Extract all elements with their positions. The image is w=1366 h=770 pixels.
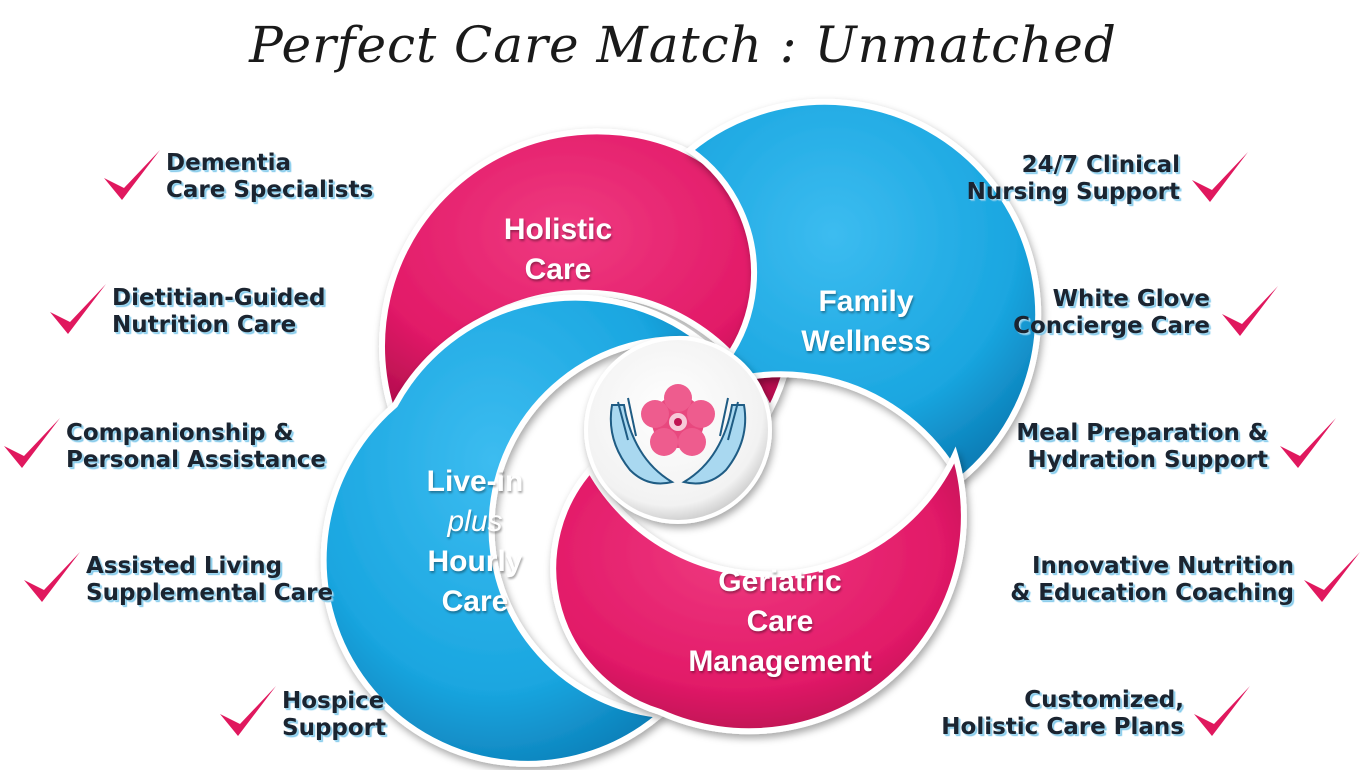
item-line: Hospice: [282, 688, 385, 714]
family-line-2: Wellness: [801, 325, 931, 358]
segment-geriatric-care-management: [550, 446, 967, 735]
item-line: Concierge Care: [1013, 313, 1210, 339]
item-line: Holistic Care Plans: [941, 714, 1184, 740]
geriatric-line-3: Management: [688, 645, 872, 678]
item-line: & Education Coaching: [1010, 580, 1294, 606]
geriatric-line-2: Care: [746, 605, 814, 638]
right-item-nutrition-coaching: Innovative Nutrition & Education Coachin…: [1010, 553, 1294, 607]
item-line: Nutrition Care: [112, 312, 297, 338]
left-item-assisted-living: Assisted Living Supplemental Care: [86, 553, 333, 607]
item-line: Innovative Nutrition: [1032, 553, 1294, 579]
label-family-wellness: Family Wellness: [801, 282, 931, 362]
item-line: Care Specialists: [166, 177, 374, 203]
item-line: Assisted Living: [86, 553, 283, 579]
checkmark-icon: [20, 546, 84, 610]
segment-live-in-hourly-care: [320, 294, 711, 767]
label-holistic-care: Holistic Care: [504, 210, 612, 290]
right-item-concierge: White Glove Concierge Care: [1013, 286, 1210, 340]
label-live-in-hourly-care: Live-in plus Hourly Care: [427, 462, 524, 622]
family-line-1: Family: [818, 285, 914, 318]
item-line: White Glove: [1052, 286, 1210, 312]
livein-line-4: Care: [441, 585, 509, 618]
holistic-line-1: Holistic: [503, 213, 613, 246]
checkmark-icon: [216, 680, 280, 744]
left-item-hospice: Hospice Support: [282, 688, 386, 742]
checkmark-icon: [0, 412, 64, 476]
item-line: Dementia: [166, 150, 292, 176]
left-item-companionship: Companionship & Personal Assistance: [66, 420, 326, 474]
item-line: Meal Preparation &: [1016, 420, 1268, 446]
holistic-line-2: Care: [524, 253, 592, 286]
left-item-dietitian: Dietitian-Guided Nutrition Care: [112, 285, 325, 339]
livein-line-1: Live-in: [426, 465, 524, 498]
page-title: Perfect Care Match : Unmatched: [249, 16, 1117, 74]
segment-family-wellness: [663, 98, 1042, 485]
left-item-dementia: Dementia Care Specialists: [166, 150, 373, 204]
right-item-nursing: 24/7 Clinical Nursing Support: [967, 152, 1180, 206]
item-line: Dietitian-Guided: [112, 285, 326, 311]
checkmark-icon: [1218, 280, 1282, 344]
item-line: Hydration Support: [1027, 447, 1268, 473]
checkmark-icon: [1190, 680, 1254, 744]
item-line: Personal Assistance: [66, 447, 326, 473]
right-item-care-plans: Customized, Holistic Care Plans: [941, 687, 1184, 741]
checkmark-icon: [1276, 412, 1340, 476]
item-line: 24/7 Clinical: [1021, 152, 1180, 178]
checkmark-icon: [1188, 146, 1252, 210]
item-line: Support: [282, 715, 387, 741]
item-line: Supplemental Care: [86, 580, 334, 606]
checkmark-icon: [100, 144, 164, 208]
right-item-meal-prep: Meal Preparation & Hydration Support: [1016, 420, 1268, 474]
item-line: Companionship &: [66, 420, 294, 446]
checkmark-icon: [46, 278, 110, 342]
hands-holding-flower-icon: [609, 384, 747, 485]
checkmark-icon: [1300, 546, 1364, 610]
label-geriatric-care-management: Geriatric Care Management: [688, 562, 871, 682]
livein-line-2: plus: [447, 505, 503, 538]
item-line: Nursing Support: [966, 179, 1180, 205]
item-line: Customized,: [1024, 687, 1184, 713]
livein-line-3: Hourly: [427, 545, 523, 578]
geriatric-line-1: Geriatric: [718, 565, 842, 598]
